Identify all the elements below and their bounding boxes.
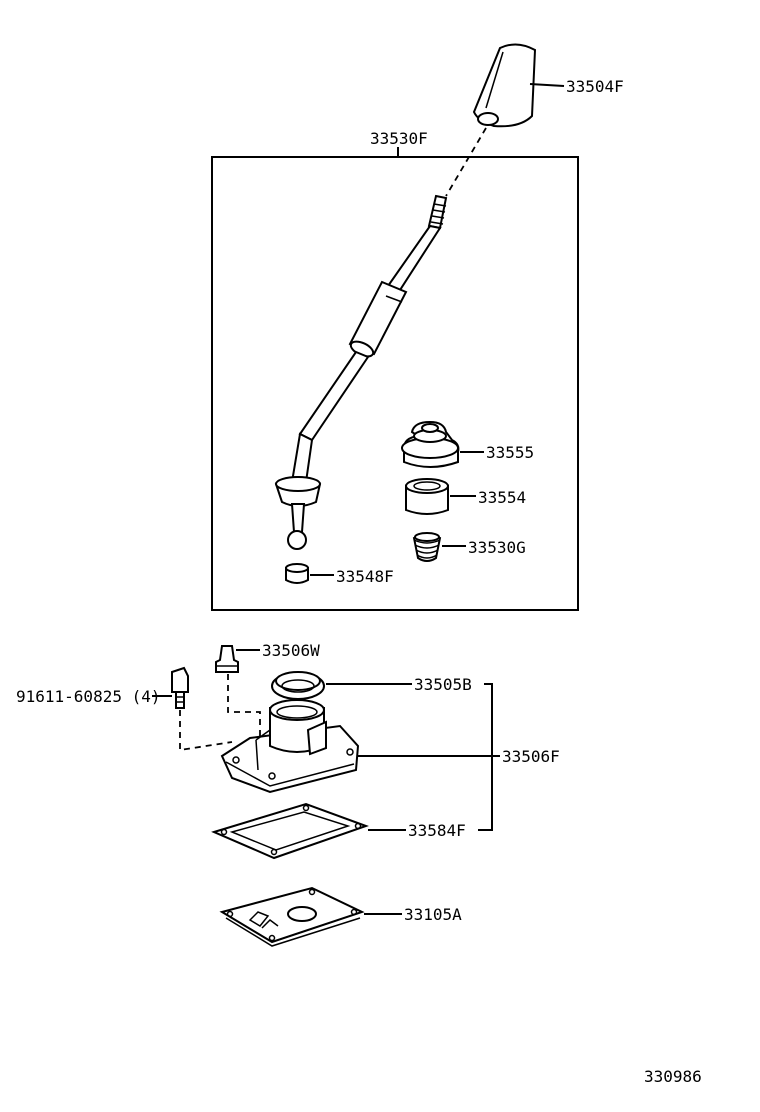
label-spring: 33530G <box>468 538 526 557</box>
label-knob: 33504F <box>566 77 624 96</box>
boot-33555 <box>401 420 460 468</box>
shift-lever <box>274 194 448 550</box>
oil-seal-33505B <box>271 671 325 700</box>
knob-to-lever-dash <box>445 127 487 197</box>
lever-assembly-box <box>211 156 579 611</box>
leader-knob <box>529 83 565 87</box>
label-oil-seal: 33505B <box>414 675 472 694</box>
label-breather: 33506W <box>262 641 320 660</box>
label-lever-assembly: 33530F <box>370 129 428 148</box>
figure-number: 330986 <box>644 1067 702 1086</box>
shift-knob <box>472 43 537 128</box>
label-cover-plate: 33105A <box>404 905 462 924</box>
gasket-33584F <box>211 802 369 860</box>
breather-plug-33506W <box>215 645 239 673</box>
seat-33548F <box>285 563 309 584</box>
retainer-33506F <box>220 699 360 794</box>
label-bracket <box>478 683 493 831</box>
label-bushing: 33554 <box>478 488 526 507</box>
spring-33530G <box>412 532 442 562</box>
label-gasket: 33584F <box>408 821 466 840</box>
cover-plate-33105A <box>219 886 365 947</box>
bushing-33554 <box>405 478 449 515</box>
label-boot: 33555 <box>486 443 534 462</box>
bolt-91611 <box>171 666 189 709</box>
bolt-dash <box>179 710 233 752</box>
label-bolt: 91611-60825 (4) <box>16 687 161 706</box>
label-retainer: 33506F <box>502 747 560 766</box>
label-seat: 33548F <box>336 567 394 586</box>
breather-dash <box>227 674 261 738</box>
